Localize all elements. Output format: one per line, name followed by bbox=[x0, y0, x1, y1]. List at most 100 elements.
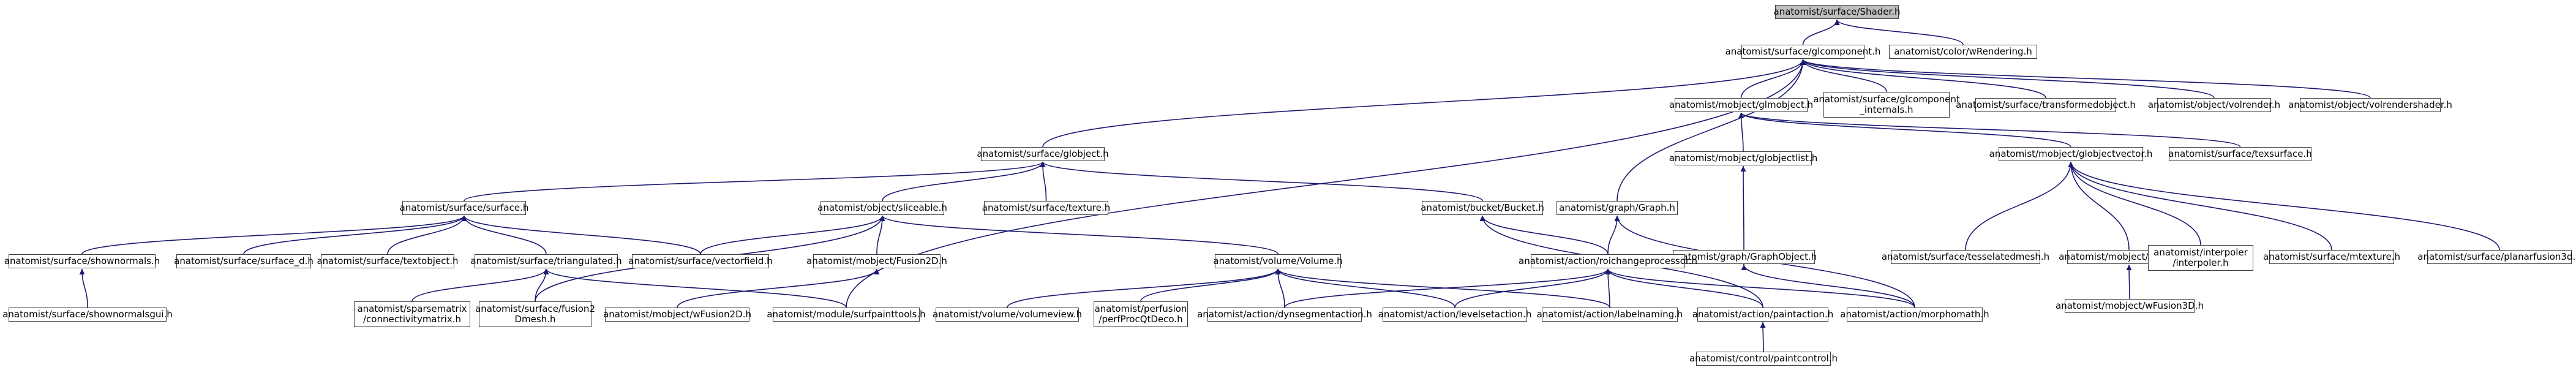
node-sparsematrix[interactable]: anatomist/sparsematrix /connectivitymatr… bbox=[354, 301, 470, 327]
edge-wfusion2d-to-fusion2d bbox=[677, 268, 880, 308]
node-label: anatomist/surface/texture.h bbox=[982, 202, 1111, 213]
node-label: anatomist/surface/tesselatedmesh.h bbox=[1881, 251, 2050, 262]
edge-volrender-to-glcomponent bbox=[1800, 59, 2215, 99]
edge-paintaction-to-roichange bbox=[1605, 268, 1763, 308]
node-morphomath[interactable]: anatomist/action/morphomath.h bbox=[1840, 308, 1989, 322]
node-bucket[interactable]: anatomist/bucket/Bucket.h bbox=[1421, 201, 1544, 215]
node-label: anatomist/bucket/Bucket.h bbox=[1421, 202, 1544, 213]
node-vectorfield[interactable]: anatomist/surface/vectorfield.h bbox=[628, 254, 773, 268]
node-roichange[interactable]: anatomist/action/roichangeprocessor.h bbox=[1519, 254, 1697, 268]
edge-graphobject-to-globjectlist bbox=[1740, 165, 1746, 251]
node-paintaction[interactable]: anatomist/action/paintaction.h bbox=[1692, 308, 1833, 322]
node-glmobject[interactable]: anatomist/mobject/glmobject.h bbox=[1669, 98, 1813, 112]
node-perfprocqtdeco[interactable]: anatomist/perfusion /perfProcQtDeco.h bbox=[1094, 301, 1188, 327]
node-volrendershader[interactable]: anatomist/object/volrendershader.h bbox=[2288, 98, 2452, 112]
edge-fusion3d-to-globjectvector bbox=[2068, 161, 2130, 251]
node-planarfusion3d[interactable]: anatomist/surface/planarfusion3d.h bbox=[2417, 250, 2576, 264]
node-shownormalsgui[interactable]: anatomist/surface/shownormalsgui.h bbox=[2, 308, 173, 322]
edge-roichange-to-bucket bbox=[1479, 215, 1609, 255]
node-surfpainttools[interactable]: anatomist/module/surfpainttools.h bbox=[767, 308, 926, 322]
node-label: anatomist/mobject/globjectvector.h bbox=[1989, 148, 2153, 159]
node-glcompinternals[interactable]: anatomist/surface/glcomponent _internals… bbox=[1813, 92, 1960, 118]
node-transformedobject[interactable]: anatomist/surface/transformedobject.h bbox=[1956, 98, 2136, 112]
node-fusion2dmesh[interactable]: anatomist/surface/fusion2 Dmesh.h bbox=[475, 301, 595, 327]
edge-glmobject-to-glcomponent bbox=[1740, 59, 1806, 99]
node-label: anatomist/object/volrender.h bbox=[2147, 99, 2281, 110]
node-colorrendering[interactable]: anatomist/color/wRendering.h bbox=[1889, 45, 2037, 59]
node-textobject[interactable]: anatomist/surface/textobject.h bbox=[317, 254, 459, 268]
node-shader: anatomist/surface/Shader.h bbox=[1774, 5, 1901, 19]
edge-graph-to-glcomponent bbox=[1617, 59, 1806, 202]
node-label: anatomist/surface/globject.h bbox=[977, 148, 1109, 159]
node-graph[interactable]: anatomist/graph/Graph.h bbox=[1556, 201, 1678, 215]
node-interpoler[interactable]: anatomist/interpoler /interpoler.h bbox=[2148, 245, 2253, 271]
edge-levelset-to-roichange bbox=[1454, 268, 1611, 308]
node-paintcontrol[interactable]: anatomist/control/paintcontrol.h bbox=[1689, 352, 1838, 366]
edge-sparsematrix-to-triangulated bbox=[411, 268, 549, 302]
edge-bucket-to-globject bbox=[1040, 161, 1483, 202]
edge-wfusion3d-to-fusion3d bbox=[2126, 264, 2132, 300]
edge-shownormals-to-surface bbox=[81, 215, 467, 255]
node-graphobject[interactable]: anatomist/graph/GraphObject.h bbox=[1670, 250, 1817, 264]
edge-levelset-to-volume bbox=[1275, 268, 1455, 308]
node-shownormals[interactable]: anatomist/surface/shownormals.h bbox=[4, 254, 160, 268]
node-label: anatomist/surface/transformedobject.h bbox=[1956, 99, 2136, 110]
node-volumeview[interactable]: anatomist/volume/volumeview.h bbox=[932, 308, 1083, 322]
node-wfusion2d[interactable]: anatomist/mobject/wFusion2D.h bbox=[603, 308, 751, 322]
node-texture[interactable]: anatomist/surface/texture.h bbox=[982, 201, 1111, 215]
edge-transformedobject-to-glcomponent bbox=[1800, 59, 2046, 99]
node-labelnaming[interactable]: anatomist/action/labelnaming.h bbox=[1537, 308, 1683, 322]
node-volrender[interactable]: anatomist/object/volrender.h bbox=[2148, 98, 2280, 112]
node-label: anatomist/surface/glcomponent.h bbox=[1725, 46, 1881, 57]
edge-perfprocqtdeco-to-volume bbox=[1140, 268, 1281, 302]
dependency-edges bbox=[79, 19, 2500, 352]
node-texsurface[interactable]: anatomist/surface/texsurface.h bbox=[2168, 147, 2312, 161]
edge-morphomath-to-graphobject bbox=[1741, 264, 1915, 308]
node-label: anatomist/graph/Graph.h bbox=[1559, 202, 1675, 213]
edge-dynsegment-to-roichange bbox=[1284, 268, 1611, 308]
node-fusion2d[interactable]: anatomist/mobject/Fusion2D.h bbox=[806, 254, 947, 268]
edge-morphomath-to-roichange bbox=[1605, 268, 1915, 308]
node-dynsegment[interactable]: anatomist/action/dynsegmentaction.h bbox=[1197, 308, 1372, 322]
node-label: anatomist/mobject/wFusion2D.h bbox=[603, 309, 751, 320]
node-label: anatomist/object/volrendershader.h bbox=[2288, 99, 2452, 110]
node-levelset[interactable]: anatomist/action/levelsetaction.h bbox=[1378, 308, 1531, 322]
node-sliceable[interactable]: anatomist/object/sliceable.h bbox=[817, 201, 947, 215]
edge-roichange-to-graph bbox=[1607, 215, 1620, 255]
node-triangulated[interactable]: anatomist/surface/triangulated.h bbox=[470, 254, 622, 268]
node-label: anatomist/action/dynsegmentaction.h bbox=[1197, 309, 1372, 320]
node-surface[interactable]: anatomist/surface/surface.h bbox=[400, 201, 528, 215]
node-label: anatomist/action/labelnaming.h bbox=[1536, 309, 1683, 320]
edge-volume-to-sliceable bbox=[879, 215, 1279, 255]
node-glcomponent[interactable]: anatomist/surface/glcomponent.h bbox=[1725, 45, 1880, 59]
edge-shownormalsgui-to-shownormals bbox=[79, 268, 88, 308]
edge-volrendershader-to-glcomponent bbox=[1800, 59, 2371, 99]
node-wfusion3d[interactable]: anatomist/mobject/wFusion3D.h bbox=[2056, 299, 2204, 313]
edge-vectorfield-to-sliceable bbox=[700, 215, 885, 255]
node-label: anatomist/mobject/glmobject.h bbox=[1669, 99, 1814, 110]
node-label: anatomist/color/wRendering.h bbox=[1894, 46, 2032, 57]
node-label: anatomist/graph/GraphObject.h bbox=[1670, 251, 1817, 262]
edge-volumeview-to-volume bbox=[1007, 268, 1281, 308]
edge-sliceable-to-globject bbox=[882, 161, 1046, 202]
node-surface_d[interactable]: anatomist/surface/surface_d.h bbox=[174, 254, 314, 268]
edge-planarfusion3d-to-globjectvector bbox=[2068, 161, 2500, 251]
edge-globjectlist-to-glmobject bbox=[1738, 112, 1744, 152]
node-globject[interactable]: anatomist/surface/globject.h bbox=[977, 147, 1109, 161]
node-globjectlist[interactable]: anatomist/mobject/globjectlist.h bbox=[1669, 151, 1817, 165]
node-tesselatedmesh[interactable]: anatomist/surface/tesselatedmesh.h bbox=[1882, 250, 2049, 264]
edge-surfpainttools-to-glcomponent bbox=[846, 59, 1806, 308]
node-label: anatomist/surface/triangulated.h bbox=[470, 255, 622, 266]
node-volume[interactable]: anatomist/volume/Volume.h bbox=[1213, 254, 1343, 268]
edge-tesselatedmesh-to-globjectvector bbox=[1965, 161, 2074, 251]
edge-textobject-to-surface bbox=[387, 215, 467, 255]
node-label: anatomist/action/morphomath.h bbox=[1840, 309, 1989, 320]
node-mtexture[interactable]: anatomist/surface/mtexture.h bbox=[2263, 250, 2400, 264]
node-label: anatomist/volume/volumeview.h bbox=[932, 309, 1083, 320]
node-label: anatomist/surface/texsurface.h bbox=[2168, 148, 2312, 159]
edge-globject-to-glcomponent bbox=[1042, 59, 1806, 148]
node-globjectvector[interactable]: anatomist/mobject/globjectvector.h bbox=[1989, 147, 2152, 161]
node-label: anatomist/control/paintcontrol.h bbox=[1689, 353, 1838, 364]
node-label: anatomist/module/surfpainttools.h bbox=[767, 309, 926, 320]
